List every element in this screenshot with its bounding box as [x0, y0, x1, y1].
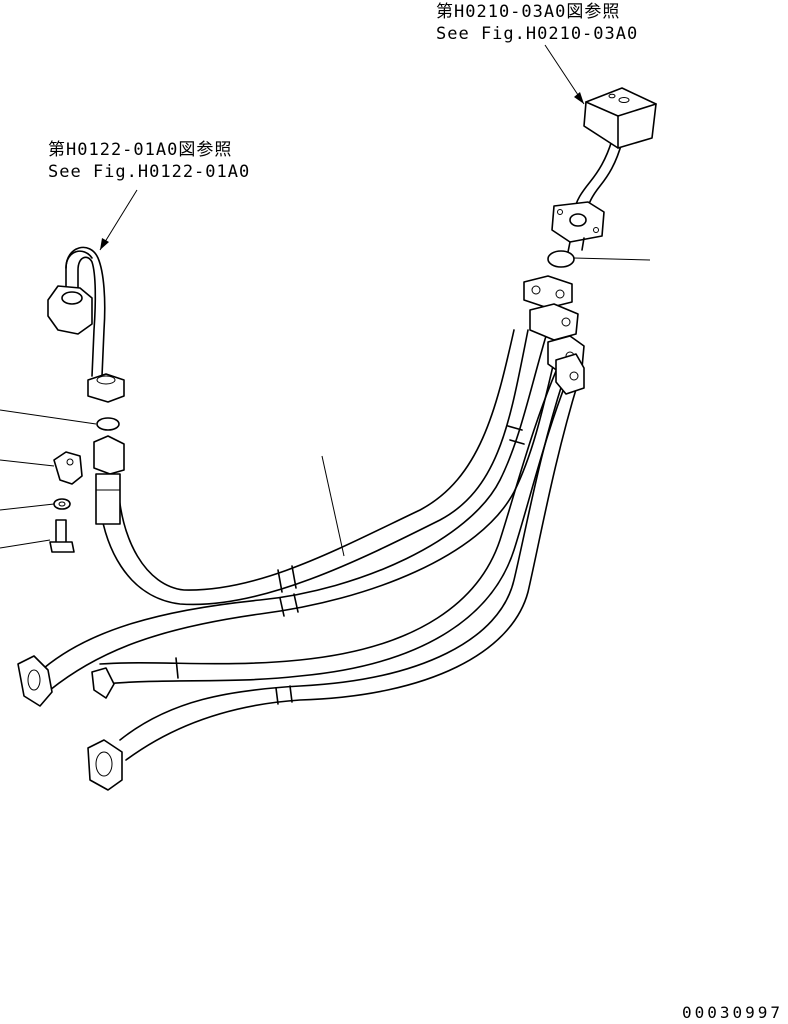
elbow-tube-right — [551, 87, 657, 253]
leader-washer — [0, 503, 55, 511]
leader-o-ring-left — [0, 409, 97, 425]
leader-clamp — [0, 459, 55, 467]
leader-top-left — [99, 189, 138, 251]
hose-assembly — [17, 275, 585, 791]
ref-top-left-line1: 第H0122-01A0図参照 — [48, 140, 233, 160]
bolt — [49, 519, 75, 553]
o-ring-right — [547, 250, 575, 268]
o-ring-left — [96, 417, 120, 431]
clamp — [53, 451, 83, 485]
ref-top-right-line1: 第H0210-03A0図参照 — [436, 2, 621, 22]
ref-top-left-line2: See Fig.H0122-01A0 — [48, 162, 251, 182]
elbow-tube-left — [47, 246, 125, 403]
leader-bolt — [0, 539, 51, 549]
ref-top-right-line2: See Fig.H0210-03A0 — [436, 24, 639, 44]
leader-hose-assembly — [321, 455, 345, 557]
washer — [53, 498, 71, 510]
leader-top-right — [544, 44, 585, 105]
drawing-number: 00030997 — [682, 1003, 784, 1022]
leader-o-ring-right — [573, 257, 651, 261]
